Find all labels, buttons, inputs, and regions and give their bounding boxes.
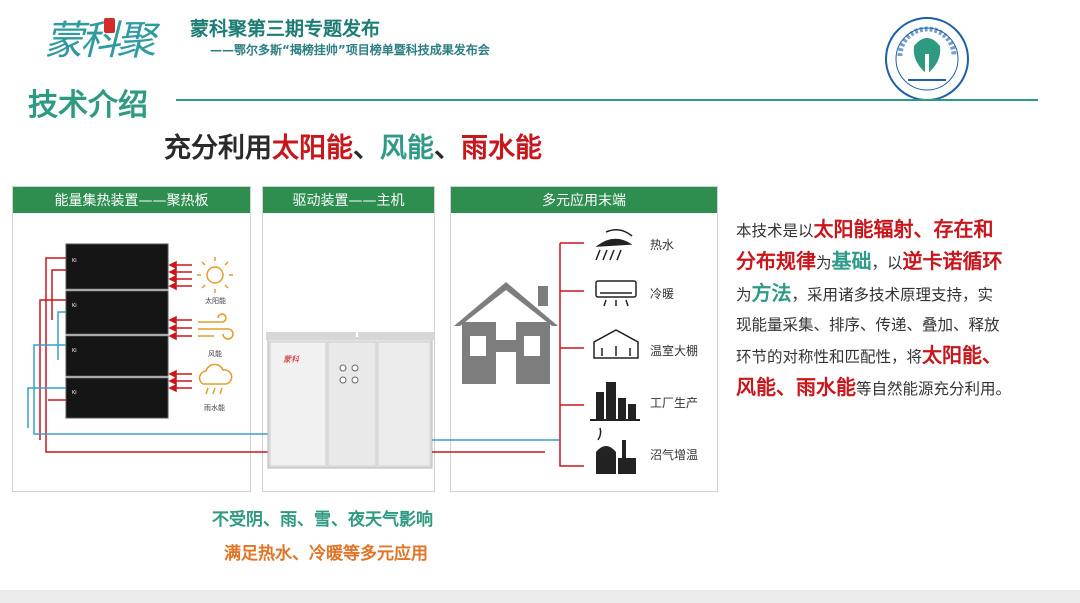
svg-text:Ki: Ki [72,258,77,264]
desc-text: ，采用诸多技术原理支持，实 [791,286,994,304]
desc-text: 本技术是以 [736,222,814,240]
header-subtitle: ——鄂尔多斯“揭榜挂帅”项目榜单暨科技成果发布会 [210,43,490,57]
desc-highlight: 太阳能辐射、存在和 [813,217,994,241]
logo-seal [104,18,115,33]
desc-text: 环节的对称性和匹配性，将 [736,348,923,366]
factory-icon [590,382,640,421]
terminal-label-heating-cooling: 冷暖 [650,287,675,301]
desc-text: ，以 [871,254,903,272]
bottom-strip [0,590,1080,603]
description-paragraph: 本技术是以太阳能辐射、存在和 分布规律为基础，以逆卡诺循环 为方法，采用诸多技术… [736,214,1048,404]
headline-sep: 、 [353,133,380,164]
desc-highlight: 方法 [751,281,792,305]
distribution-pipes [432,242,584,467]
house-icon [454,282,558,384]
desc-highlight: 分布规律 [736,249,816,273]
desc-text: 为 [736,286,752,304]
rain-cloud-icon [198,363,233,395]
desc-text: 现能量采集、排序、传递、叠加、释放 [736,316,1000,334]
weather-independence-caption: 不受阴、雨、雪、夜天气影响 [212,510,433,530]
svg-text:Ki: Ki [72,348,77,354]
headline-wind: 风能 [380,133,434,164]
terminals-panel-title: 多元应用末端 [451,187,717,213]
header-title: 蒙科聚第三期专题发布 [190,18,381,40]
heat-pump-main-unit: 蒙科 [266,332,434,469]
headline-lead: 充分利用 [164,133,272,164]
collector-panel-title: 能量集热装置——聚热板 [13,187,250,213]
headline-solar: 太阳能 [272,133,353,164]
desc-highlight: 风能、雨水能 [736,375,856,399]
terminal-label-greenhouse: 温室大棚 [650,344,699,358]
desc-highlight: 基础 [831,249,872,273]
biogas-plant-icon [596,427,636,474]
desc-highlight: 逆卡诺循环 [902,249,1003,273]
collector-pipes [27,257,268,453]
terminal-label-biogas: 沼气增温 [650,448,699,462]
drive-panel-title: 驱动装置——主机 [263,187,434,213]
shower-icon [595,229,633,261]
greenhouse-icon [593,329,639,359]
svg-text:Ki: Ki [72,303,77,309]
wind-icon [198,313,234,340]
svg-text:蒙科: 蒙科 [283,355,300,364]
rain-energy-label: 雨水能 [204,404,225,412]
applications-caption: 满足热水、冷暖等多元应用 [224,544,428,564]
air-conditioner-icon [595,280,637,307]
terminal-label-factory: 工厂生产 [650,396,699,410]
solar-energy-label: 太阳能 [205,297,226,305]
energy-input-arrows [168,260,192,393]
headline-rain: 雨水能 [461,133,542,164]
research-institute-emblem [885,17,969,101]
section-title: 技术介绍 [28,88,148,123]
headline-sep: 、 [434,133,461,164]
headline: 充分利用太阳能、风能、雨水能 [164,126,542,165]
svg-text:Ki: Ki [72,390,77,396]
brand-logo: 蒙科聚 [44,18,156,64]
sun-icon [197,257,233,293]
desc-highlight: 太阳能、 [922,343,1003,367]
desc-text: 等自然能源充分利用。 [856,380,1012,398]
heat-collector-plates: Ki Ki Ki Ki [65,243,169,419]
desc-text: 为 [816,254,832,272]
section-divider [176,99,1038,101]
wind-energy-label: 风能 [208,350,222,358]
terminal-label-hot-water: 热水 [650,238,675,252]
